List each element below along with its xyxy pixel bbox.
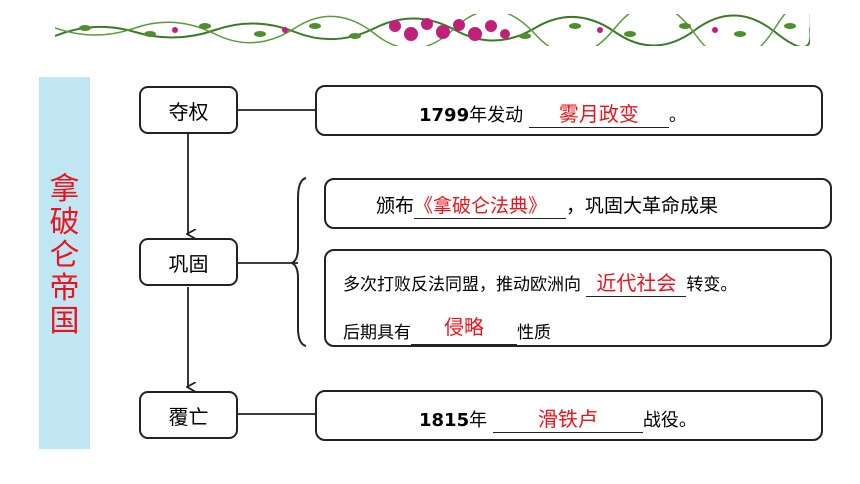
answer-aggression: 侵略	[444, 315, 484, 339]
europe-line1-suffix: 转变。	[686, 275, 738, 295]
side-title: 拿 破 仑 帝 国	[39, 173, 90, 338]
europe-line2-suffix: 性质	[517, 323, 551, 343]
fall-detail-text: 1815年 滑铁卢 战役。	[419, 403, 697, 433]
europe-line2-prefix: 后期具有	[343, 323, 411, 343]
answer-blank: 雾月政变	[528, 98, 669, 128]
stage-consolidate: 巩固	[139, 238, 238, 286]
europe-line-1: 多次打败反法同盟，推动欧洲向 近代社会转变。	[343, 267, 737, 297]
answer-napoleonic-code: 《拿破仑法典》	[414, 195, 548, 217]
answer-blank: 侵略	[411, 315, 517, 345]
europe-line-2: 后期具有 侵略 性质	[343, 315, 551, 345]
fall-year: 1815	[419, 410, 470, 431]
side-title-char: 国	[49, 304, 80, 339]
answer-blank: 《拿破仑法典》	[414, 191, 567, 219]
seize-detail-text: 1799年发动 雾月政变 。	[419, 98, 687, 128]
seize-suffix: 。	[668, 105, 687, 126]
answer-brumaire-coup: 雾月政变	[558, 102, 639, 126]
stage-label: 覆亡	[168, 404, 209, 429]
europe-impact-box: 多次打败反法同盟，推动欧洲向 近代社会转变。 后期具有 侵略 性质	[324, 249, 832, 347]
fall-suffix: 战役。	[642, 410, 697, 431]
answer-waterloo: 滑铁卢	[537, 407, 598, 431]
side-title-char: 破	[49, 205, 80, 240]
flower-garland-decoration	[55, 14, 810, 46]
side-title-char: 帝	[49, 271, 80, 306]
brace	[289, 177, 307, 347]
civil-code-text: 颁布《拿破仑法典》 ，巩固大革命成果	[376, 191, 718, 219]
answer-blank: 滑铁卢	[492, 403, 643, 433]
seize-prefix: 年发动	[469, 105, 524, 126]
seize-year: 1799	[419, 105, 470, 126]
civil-code-box: 颁布《拿破仑法典》 ，巩固大革命成果	[324, 178, 832, 229]
stage-seize-power: 夺权	[139, 86, 238, 134]
seize-detail-box: 1799年发动 雾月政变 。	[315, 85, 823, 136]
side-title-char: 仑	[49, 238, 80, 273]
stage-label: 夺权	[168, 99, 209, 124]
code-suffix: ，巩固大革命成果	[566, 195, 719, 217]
europe-line1-prefix: 多次打败反法同盟，推动欧洲向	[343, 275, 581, 295]
answer-modern-society: 近代社会	[596, 271, 677, 295]
fall-prefix: 年	[469, 410, 488, 431]
code-prefix: 颁布	[376, 195, 415, 217]
answer-blank: 近代社会	[586, 267, 687, 297]
side-title-char: 拿	[49, 172, 80, 207]
stage-fall: 覆亡	[139, 391, 238, 439]
side-bar: 拿 破 仑 帝 国	[39, 77, 90, 449]
stage-label: 巩固	[168, 251, 209, 276]
fall-detail-box: 1815年 滑铁卢 战役。	[315, 390, 823, 441]
